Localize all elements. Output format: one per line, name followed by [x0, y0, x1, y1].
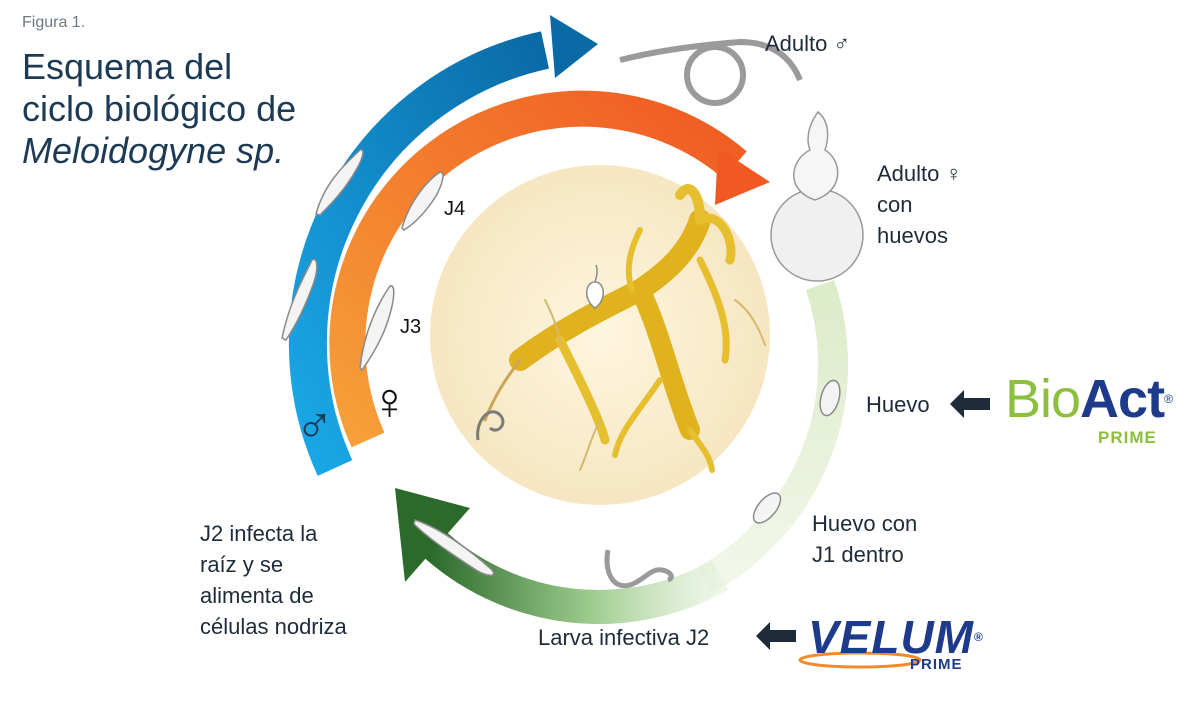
- male-arrow-arc: [288, 31, 549, 476]
- label-adult-female-2: con: [877, 192, 913, 217]
- label-j2-2: raíz y se: [200, 552, 284, 577]
- bioact-pointer-arrow: [950, 390, 990, 418]
- female-juveniles: [359, 171, 444, 372]
- larva-nematode: [604, 549, 674, 589]
- title-line-1: Esquema del: [22, 46, 233, 87]
- label-j2-1: J2 infecta la: [200, 521, 318, 546]
- label-egg: Huevo: [866, 392, 930, 417]
- egg: [819, 379, 841, 417]
- label-adult-male: Adulto ♂: [765, 31, 850, 56]
- label-j2-3: alimenta de: [200, 583, 314, 608]
- j2-arrow-arc: [418, 527, 729, 624]
- adult-male-nematode: [619, 38, 803, 106]
- root-disc: [430, 165, 770, 505]
- male-juveniles: [281, 149, 364, 341]
- j2-nematode: [413, 519, 495, 576]
- male-arrowhead: [550, 15, 598, 78]
- figure-label: Figura 1.: [22, 14, 86, 31]
- egg-arc: [697, 280, 849, 594]
- velum-registered: ®: [974, 630, 984, 644]
- label-j2-4: células nodriza: [200, 614, 347, 639]
- label-egg-j1: Huevo con J1 dentro: [812, 508, 917, 570]
- velum-logo-text: VELUM: [808, 611, 974, 663]
- egg-j1: [752, 492, 782, 524]
- velum-logo: VELUM®: [808, 614, 984, 660]
- velum-pointer-arrow: [756, 622, 796, 650]
- label-j2: J2 infecta la raíz y se alimenta de célu…: [200, 518, 347, 642]
- label-larva: Larva infectiva J2: [538, 625, 710, 650]
- male-symbol-icon: ♂: [295, 397, 334, 455]
- label-egg-j1-1: Huevo con: [812, 511, 918, 536]
- velum-swoosh: [798, 651, 922, 669]
- female-symbol-icon: ♀: [370, 373, 409, 431]
- bioact-logo-part-2: Act: [1080, 369, 1165, 429]
- bioact-prime-label: PRIME: [1098, 428, 1157, 447]
- female-arrowhead: [715, 148, 770, 205]
- root-illustration: [483, 184, 766, 473]
- adult-female-nematode: [770, 110, 864, 282]
- bioact-logo-part-1: Bio: [1005, 369, 1081, 429]
- title-line-2: ciclo biológico de: [22, 88, 297, 129]
- female-arrow-arc: [329, 90, 747, 448]
- page-title: Esquema del ciclo biológico de Meloidogy…: [22, 46, 296, 172]
- root-nematode: [476, 410, 505, 441]
- root-female-nematode: [586, 264, 604, 309]
- velum-prime-label: PRIME: [910, 656, 963, 673]
- label-j3: J3: [400, 316, 422, 338]
- label-egg-j1-2: J1 dentro: [812, 542, 904, 567]
- label-adult-female-3: huevos: [877, 223, 948, 248]
- bioact-logo: BioAct®: [1005, 369, 1173, 429]
- label-j4: J4: [444, 198, 466, 220]
- label-adult-female: Adulto ♀ con huevos: [877, 158, 962, 251]
- title-line-3: Meloidogyne sp.: [22, 130, 285, 171]
- label-adult-female-1: Adulto ♀: [877, 161, 962, 186]
- bioact-registered: ®: [1164, 392, 1173, 406]
